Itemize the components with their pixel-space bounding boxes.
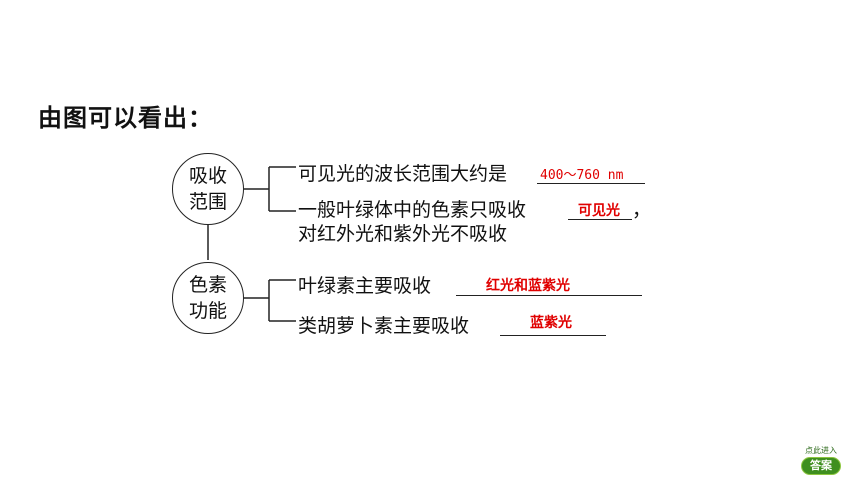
answer-blank [537, 163, 645, 184]
node-label: 色素 [188, 274, 227, 296]
visible-range-answer: 400～760 nm [540, 168, 624, 183]
node-pigment-function: 色素 功能 [172, 262, 244, 334]
chlorophyll-text: 叶绿素主要吸收 [298, 275, 432, 297]
answer-button-label: 答案 [801, 457, 841, 475]
carotenoid-text: 类胡萝卜素主要吸收 [298, 315, 470, 337]
page-heading: 由图可以看出： [38, 104, 213, 132]
general-absorb-text: 一般叶绿体中的色素只吸收 [298, 199, 527, 221]
answer-blank [568, 199, 632, 220]
visible-range-text: 可见光的波长范围大约是 [298, 163, 508, 185]
node-label: 功能 [188, 300, 227, 322]
general-absorb-comma: ， [632, 199, 652, 221]
general-absorb-text-2: 对红外光和紫外光不吸收 [298, 223, 508, 245]
node-absorption-range: 吸收 范围 [172, 153, 244, 225]
carotenoid-answer: 蓝紫光 [530, 315, 572, 331]
node-label: 吸收 [188, 165, 227, 187]
general-absorb-answer: 可见光 [578, 203, 620, 219]
answer-button-caption: 点此进入 [805, 446, 837, 455]
answer-blank [456, 275, 642, 296]
node-label: 范围 [188, 191, 227, 213]
answer-blank [500, 315, 606, 336]
chlorophyll-answer: 红光和蓝紫光 [486, 278, 570, 294]
show-answer-button[interactable]: 点此进入 答案 [797, 446, 845, 478]
